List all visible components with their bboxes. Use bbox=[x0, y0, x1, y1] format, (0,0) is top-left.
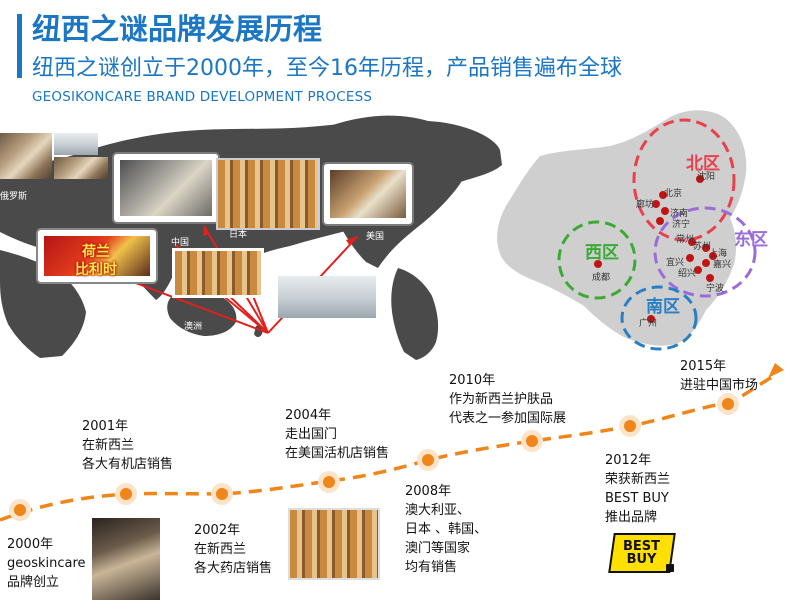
map-label-china: 中国 bbox=[171, 237, 190, 247]
store-photo-asia-1 bbox=[112, 152, 220, 224]
store-photo-australia bbox=[172, 248, 264, 298]
region-south-label: 南区 bbox=[646, 297, 680, 317]
city-guangzhou: 广州 bbox=[639, 319, 658, 329]
city-jining: 济宁 bbox=[672, 220, 691, 230]
timeline-event-2015: 2015年 进驻中国市场 bbox=[680, 359, 759, 393]
timeline-photo-2001 bbox=[92, 518, 160, 600]
page-title: 纽西之谜品牌发展历程 bbox=[32, 12, 323, 46]
timeline-event-2008: 2008年 澳大利亚、 日本 、韩国、 澳门等国家 均有销售 bbox=[405, 484, 488, 575]
map-label-australia: 澳洲 bbox=[184, 321, 203, 331]
map-label-japan: 日本 bbox=[229, 229, 248, 239]
store-photo-newzealand bbox=[278, 276, 376, 318]
city-chengdu: 成都 bbox=[592, 273, 611, 283]
timeline-arrowhead bbox=[768, 363, 784, 378]
city-beijing: 北京 bbox=[664, 189, 683, 199]
city-yixing: 宜兴 bbox=[666, 258, 685, 268]
city-shanghai: 上海 bbox=[709, 249, 728, 259]
timeline-event-2010: 2010年 作为新西兰护肤品 代表之一参加国际展 bbox=[449, 373, 567, 426]
region-north-label: 北区 bbox=[686, 154, 720, 174]
east-region-circle bbox=[653, 206, 757, 298]
region-east-label: 东区 bbox=[734, 230, 768, 250]
page-subtitle: 纽西之谜创立于2000年，至今16年历程，产品销售遍布全球 bbox=[32, 56, 622, 81]
store-photo-europe-1 bbox=[0, 133, 52, 179]
store-photo-netherlands bbox=[36, 228, 158, 284]
store-photo-asia-2 bbox=[216, 158, 320, 230]
title-accent-bar bbox=[17, 14, 22, 78]
store-photo-europe-2 bbox=[54, 133, 98, 155]
map-label-usa: 美国 bbox=[366, 231, 385, 241]
timeline-photo-2004 bbox=[288, 508, 380, 580]
map-label-newzealand: 新西兰 bbox=[282, 340, 310, 350]
map-label-singapore: 新加坡 bbox=[114, 300, 142, 310]
west-region-circle bbox=[557, 220, 637, 300]
timeline-event-2001: 2001年 在新西兰 各大有机店销售 bbox=[82, 419, 174, 472]
timeline-event-2012: 2012年 荣获新西兰 BEST BUY 推出品牌 bbox=[605, 453, 671, 525]
english-title: GEOSIKONCARE BRAND DEVELOPMENT PROCESS bbox=[32, 89, 373, 105]
city-jinan: 济南 bbox=[670, 209, 689, 219]
city-shenyang: 沈阳 bbox=[697, 172, 716, 182]
timeline-event-2002: 2002年 在新西兰 各大药店销售 bbox=[194, 523, 273, 576]
timeline-event-2000: 2000年 geoskincare 品牌创立 bbox=[7, 537, 86, 590]
city-shaoxing: 绍兴 bbox=[678, 269, 697, 279]
timeline-event-2004: 2004年 走出国门 在美国活机店销售 bbox=[285, 408, 390, 461]
city-dots bbox=[594, 175, 717, 323]
city-changzhou: 常州 bbox=[676, 235, 695, 245]
store-photo-europe-3 bbox=[54, 157, 108, 179]
city-jiaxing: 嘉兴 bbox=[713, 260, 732, 270]
map-label-russia: 俄罗斯 bbox=[0, 191, 28, 201]
best-buy-logo-tag bbox=[666, 564, 674, 572]
netherlands-belgium-label: 荷兰 比利时 bbox=[75, 244, 117, 278]
store-photo-usa bbox=[322, 162, 414, 226]
north-region-circle bbox=[632, 118, 736, 242]
city-suzhou: 苏州 bbox=[693, 242, 712, 252]
china-map bbox=[497, 110, 747, 346]
region-west-label: 西区 bbox=[585, 243, 619, 263]
city-ningbo: 宁波 bbox=[706, 284, 725, 294]
south-region-circle bbox=[620, 285, 698, 351]
city-langfang: 廊坊 bbox=[636, 200, 655, 210]
timeline-markers bbox=[9, 393, 739, 521]
